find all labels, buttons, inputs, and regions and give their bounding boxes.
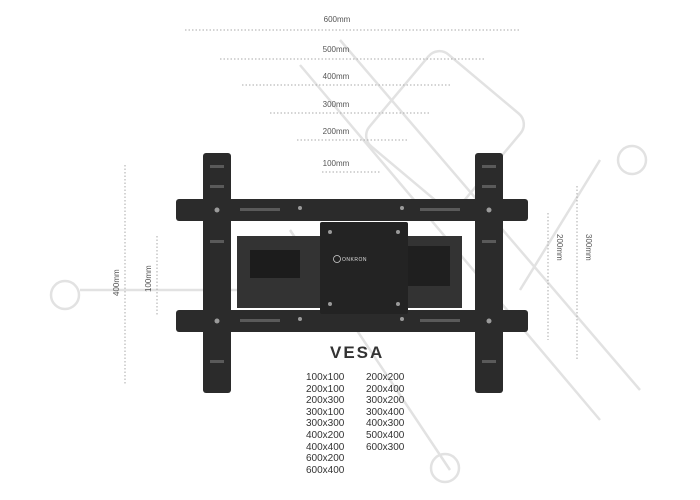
vesa-size: 200x100 — [306, 383, 345, 395]
vesa-size: 600x400 — [306, 464, 345, 476]
vesa-title: VESA — [330, 343, 385, 362]
dimension-label-100: 100mm — [322, 159, 350, 168]
dimension-label-left-400: 400mm — [112, 269, 121, 296]
vesa-size: 600x200 — [306, 453, 345, 465]
dimension-label-right-300: 300mm — [584, 234, 593, 261]
vesa-size: 400x300 — [366, 418, 405, 430]
vesa-list-column-1: 100x100 200x100 200x300 300x100 300x300 … — [306, 372, 344, 476]
dimension-label-500: 500mm — [322, 45, 350, 54]
dimension-label-left-100: 100mm — [144, 265, 153, 292]
vesa-size: 300x100 — [306, 406, 345, 418]
vesa-size: 300x400 — [366, 406, 405, 418]
dimension-label-200: 200mm — [322, 127, 350, 136]
tv-mount-bracket — [176, 153, 528, 393]
vesa-size: 400x200 — [306, 429, 345, 441]
dimension-label-300: 300mm — [322, 100, 350, 109]
vesa-size: 500x400 — [366, 429, 405, 441]
dimension-label-right-200: 200mm — [555, 234, 564, 261]
bracket-slots — [210, 165, 496, 363]
vesa-size: 400x400 — [306, 441, 345, 453]
dimension-lines — [124, 29, 578, 385]
dimension-label-600: 600mm — [323, 15, 351, 24]
vesa-size: 600x300 — [366, 441, 405, 453]
vesa-size: 300x200 — [366, 395, 405, 407]
vesa-size: 200x400 — [366, 383, 405, 395]
vesa-list-column-2: 200x200 200x400 300x200 300x400 400x300 … — [366, 372, 404, 453]
vesa-size: 200x200 — [366, 372, 405, 383]
vesa-size: 100x100 — [306, 372, 345, 383]
dimension-label-400: 400mm — [322, 72, 350, 81]
brand-name: ONKRON — [342, 257, 367, 263]
bracket-screws — [214, 206, 492, 324]
vesa-size: 300x300 — [306, 418, 345, 430]
brand-logo — [333, 255, 341, 263]
vesa-size: 200x300 — [306, 395, 345, 407]
